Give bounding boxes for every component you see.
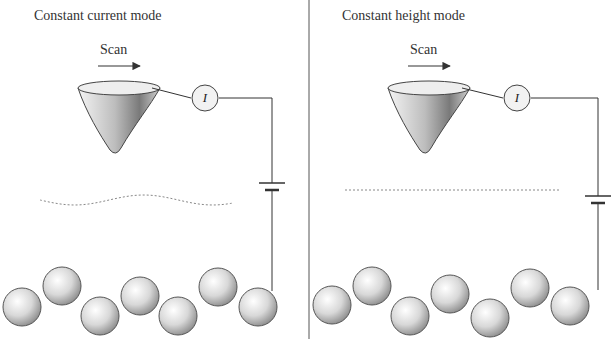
wire	[219, 98, 272, 183]
wire	[272, 190, 273, 291]
stm-tip	[388, 88, 470, 153]
tip-top	[388, 81, 470, 95]
right-panel	[313, 66, 611, 337]
scan-label: Scan	[100, 42, 127, 58]
tip-top	[78, 81, 160, 95]
scan-arrow	[408, 65, 450, 66]
atom-row	[3, 267, 277, 335]
atom	[391, 297, 429, 335]
stm-tip	[78, 88, 160, 153]
atom	[81, 297, 119, 335]
left-panel	[3, 66, 285, 335]
atom	[471, 299, 509, 337]
atom	[239, 288, 277, 326]
wire	[152, 88, 191, 98]
wire	[462, 88, 503, 98]
atom	[121, 277, 159, 315]
tip-path-wavy	[40, 195, 232, 205]
atom	[199, 268, 237, 306]
atom	[511, 269, 549, 307]
mode-heading: Constant current mode	[34, 8, 162, 24]
atom-row	[313, 267, 589, 337]
atom	[353, 267, 391, 305]
meter-outline	[192, 85, 218, 111]
meter-outline	[504, 85, 530, 111]
wire	[531, 98, 598, 196]
wire	[598, 203, 599, 290]
current-meter: I	[191, 84, 219, 112]
scan-arrow	[98, 65, 140, 66]
atom	[551, 287, 589, 325]
atom	[43, 267, 81, 305]
meter-symbol: I	[503, 84, 531, 112]
atom	[313, 286, 351, 324]
atom	[431, 275, 469, 313]
battery-symbol	[585, 195, 611, 197]
mode-heading: Constant height mode	[342, 8, 465, 24]
tip-path-flat	[345, 190, 560, 191]
current-meter: I	[503, 84, 531, 112]
atom	[3, 288, 41, 326]
battery-symbol	[259, 182, 285, 184]
divider-line	[309, 0, 310, 339]
meter-symbol: I	[191, 84, 219, 112]
scan-label: Scan	[410, 42, 437, 58]
atom	[159, 297, 197, 335]
